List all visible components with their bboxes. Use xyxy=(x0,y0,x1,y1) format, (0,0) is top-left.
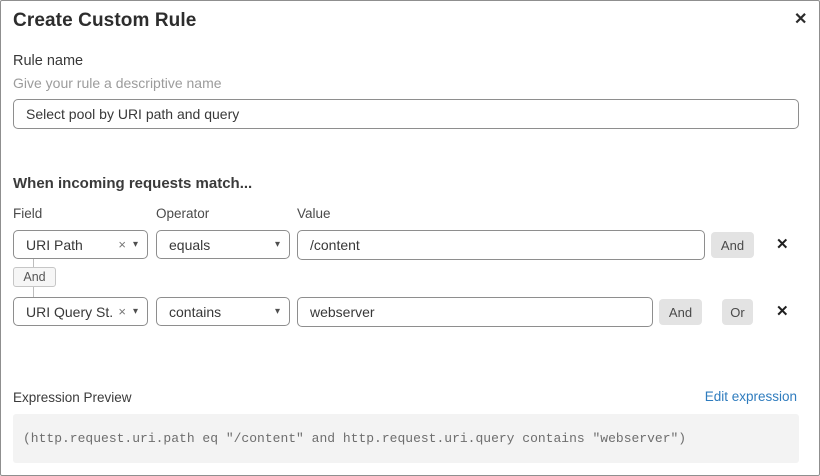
field-select-row2[interactable]: URI Query St... × ▾ xyxy=(13,297,148,326)
value-input-row2[interactable] xyxy=(297,297,653,327)
close-icon[interactable]: ✕ xyxy=(794,11,808,28)
expression-code: (http.request.uri.path eq "/content" and… xyxy=(23,431,687,446)
expression-preview-block: (http.request.uri.path eq "/content" and… xyxy=(13,414,799,463)
expression-preview-label: Expression Preview xyxy=(13,390,132,405)
operator-select-row2-value: contains xyxy=(169,303,222,320)
and-button-row1[interactable]: And xyxy=(711,232,754,258)
operator-column-label: Operator xyxy=(156,206,210,221)
and-connector-label: And xyxy=(23,270,46,284)
field-select-row1-value: URI Path xyxy=(26,236,83,253)
and-connector-chip: And xyxy=(13,267,56,287)
clear-icon[interactable]: × xyxy=(118,304,126,319)
clear-icon[interactable]: × xyxy=(118,237,126,252)
delete-row1-icon[interactable]: ✕ xyxy=(776,236,789,253)
field-select-row1[interactable]: URI Path × ▾ xyxy=(13,230,148,259)
and-button-row2[interactable]: And xyxy=(659,299,702,325)
edit-expression-link[interactable]: Edit expression xyxy=(704,389,797,404)
field-column-label: Field xyxy=(13,206,43,221)
chevron-down-icon[interactable]: ▾ xyxy=(274,238,280,250)
operator-select-row1[interactable]: equals ▾ xyxy=(156,230,290,259)
rule-name-label: Rule name xyxy=(13,53,84,69)
operator-select-row2[interactable]: contains ▾ xyxy=(156,297,290,326)
or-button-row2[interactable]: Or xyxy=(722,299,753,325)
match-heading: When incoming requests match... xyxy=(13,175,253,192)
operator-select-row1-value: equals xyxy=(169,236,211,253)
field-select-row2-value: URI Query St... xyxy=(26,303,115,320)
chevron-down-icon[interactable]: ▾ xyxy=(132,305,138,317)
rule-name-helper: Give your rule a descriptive name xyxy=(13,75,222,91)
page-title: Create Custom Rule xyxy=(13,10,197,31)
value-input-row1[interactable] xyxy=(297,230,705,260)
chevron-down-icon[interactable]: ▾ xyxy=(274,305,280,317)
rule-name-input[interactable] xyxy=(13,99,799,129)
value-column-label: Value xyxy=(297,206,331,221)
delete-row2-icon[interactable]: ✕ xyxy=(776,303,789,320)
chevron-down-icon[interactable]: ▾ xyxy=(132,238,138,250)
